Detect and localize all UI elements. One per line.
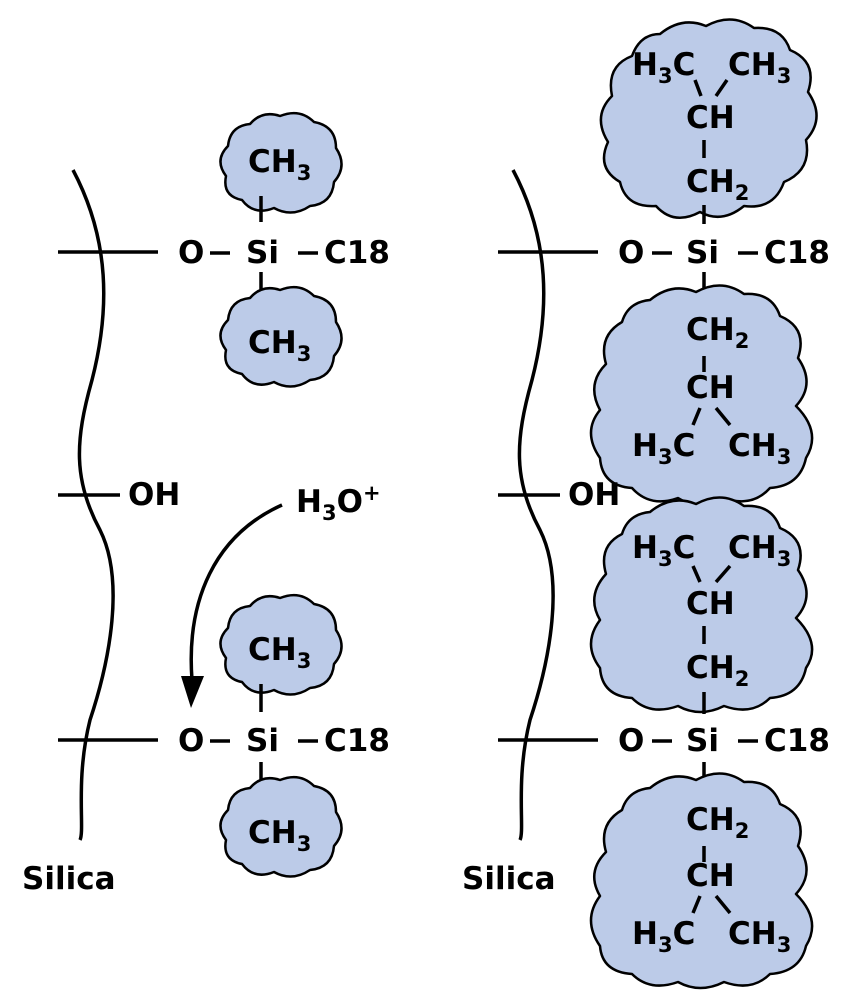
ch3-label: CH3	[728, 428, 791, 469]
isobutyl-group-3: H3C CH3 CH CH2	[589, 496, 814, 714]
oxygen-label: O	[178, 723, 204, 759]
isobutyl-cloud-icon	[589, 496, 814, 714]
ch-label: CH	[686, 858, 735, 894]
isobutyl-group-1: H3C CH3 CH CH2	[599, 18, 818, 224]
isobutyl-cloud-icon	[599, 18, 818, 219]
left-top-silane: CH3 O Si C18 CH3	[178, 111, 390, 388]
silicon-label: Si	[246, 235, 279, 271]
bond	[691, 895, 702, 914]
h3c-label: H3C	[632, 428, 695, 469]
methyl-cloud-icon	[219, 593, 343, 696]
bond	[714, 564, 732, 584]
reaction-arrow-icon	[189, 503, 283, 681]
methyl-cloud-icon	[219, 111, 343, 214]
right-panel: H3C CH3 CH CH2 O Si C18 CH2 CH H3C CH3 O…	[462, 18, 830, 990]
silica-label: Silica	[462, 861, 556, 897]
isobutyl-cloud-icon	[589, 284, 814, 507]
bond	[714, 894, 732, 915]
bond	[714, 79, 729, 97]
h3c-label: H3C	[632, 47, 695, 88]
ch3-label: CH3	[728, 47, 791, 88]
methyl-label: CH3	[248, 144, 311, 185]
ch3-label: CH3	[728, 916, 791, 957]
methyl-cloud-icon	[219, 775, 343, 878]
ch2-label: CH2	[686, 650, 749, 691]
silicon-label: Si	[686, 235, 719, 271]
ch2-label: CH2	[686, 802, 749, 843]
left-bottom-silane: CH3 O Si C18 CH3	[178, 593, 390, 878]
ch2-label: CH2	[686, 164, 749, 205]
hydroxyl-label: OH	[568, 477, 620, 513]
c18-label: C18	[324, 235, 390, 271]
bond	[693, 79, 703, 97]
h3c-label: H3C	[632, 916, 695, 957]
oxygen-label: O	[178, 235, 204, 271]
silicon-label: Si	[686, 723, 719, 759]
c18-label: C18	[324, 723, 390, 759]
bond	[691, 407, 702, 426]
arrowhead-icon	[181, 676, 204, 708]
hydronium-label: H3O+	[296, 481, 381, 525]
methyl-label: CH3	[248, 632, 311, 673]
c18-label: C18	[764, 723, 830, 759]
ch2-label: CH2	[686, 312, 749, 353]
bond	[691, 565, 702, 583]
hydroxyl-label: OH	[128, 477, 180, 513]
oxygen-label: O	[618, 235, 644, 271]
ch-label: CH	[686, 100, 735, 136]
left-silica-surface-curve	[71, 169, 115, 841]
bond	[714, 406, 732, 427]
methyl-label: CH3	[248, 325, 311, 366]
isobutyl-group-2: CH2 CH H3C CH3	[589, 272, 814, 507]
left-panel: CH3 O Si C18 CH3 OH H3O+ CH3 O Si C18	[22, 111, 390, 897]
ch-label: CH	[686, 370, 735, 406]
right-silica-surface-curve	[511, 169, 555, 841]
methyl-label: CH3	[248, 815, 311, 856]
h3c-label: H3C	[632, 530, 695, 571]
methyl-cloud-icon	[219, 285, 343, 388]
isobutyl-cloud-icon	[589, 772, 814, 990]
c18-label: C18	[764, 235, 830, 271]
ch3-label: CH3	[728, 530, 791, 571]
silica-label: Silica	[22, 861, 116, 897]
oxygen-label: O	[618, 723, 644, 759]
silicon-label: Si	[246, 723, 279, 759]
ch-label: CH	[686, 586, 735, 622]
isobutyl-group-4: CH2 CH H3C CH3	[589, 762, 814, 990]
